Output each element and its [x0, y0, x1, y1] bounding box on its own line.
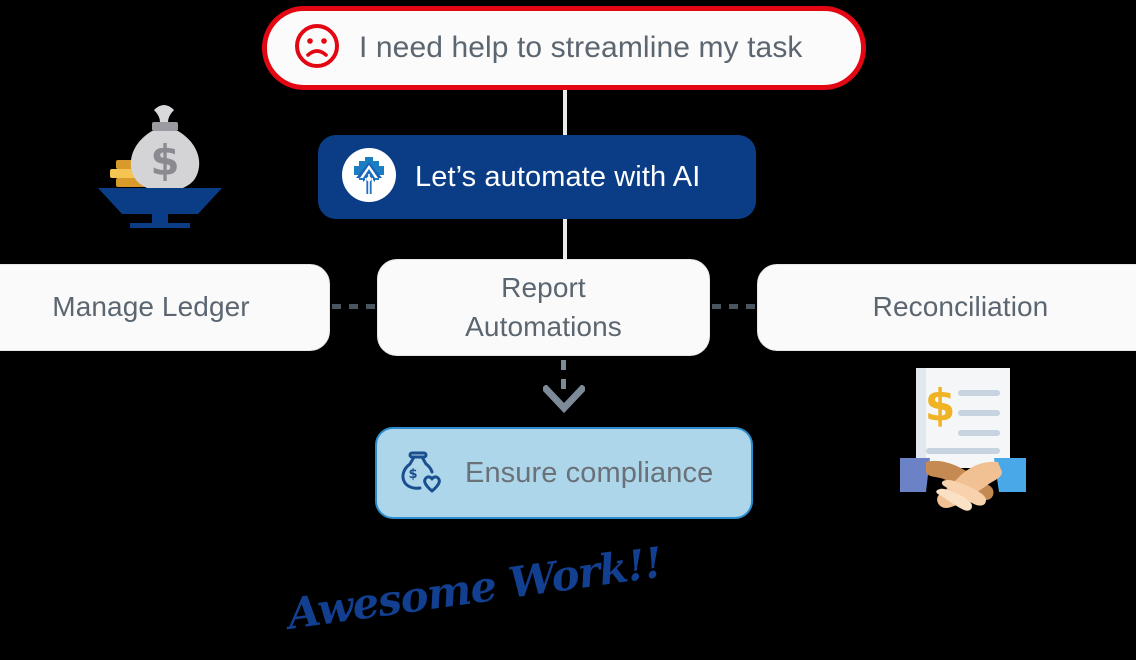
- handshake-contract-illustration: $: [898, 366, 1028, 521]
- money-bag-heart-icon: $: [397, 447, 445, 500]
- step-card-manage-ledger[interactable]: Manage Ledger: [0, 264, 330, 351]
- svg-text:$: $: [408, 467, 417, 482]
- arrow-down-icon: [543, 385, 585, 414]
- sad-face-icon: [293, 22, 341, 75]
- svg-text:$: $: [150, 136, 179, 185]
- step-label: Manage Ledger: [52, 288, 249, 327]
- awesome-work-note: Awesome Work!!: [284, 537, 665, 639]
- step-card-report-automations[interactable]: Report Automations: [377, 259, 710, 356]
- automate-card[interactable]: Let’s automate with AI: [318, 135, 756, 219]
- handshake: [900, 458, 1026, 511]
- compliance-card[interactable]: $ Ensure compliance: [375, 427, 753, 519]
- alert-pill[interactable]: I need help to streamline my task: [262, 6, 866, 90]
- balance-scale: [98, 188, 222, 228]
- connector-alert-to-automate: [563, 90, 567, 138]
- svg-text:$: $: [925, 380, 956, 431]
- money-bag: $: [130, 105, 200, 192]
- step-label-line1: Manage Ledger: [52, 291, 250, 323]
- step-label: Report Automations: [465, 269, 622, 346]
- step-label-line1: Report: [501, 271, 586, 303]
- step-label-line2: Automations: [465, 310, 622, 342]
- connector-report-to-compliance: [561, 360, 566, 396]
- connector-ledger-to-report: [332, 304, 376, 309]
- connector-report-to-reconciliation: [712, 304, 756, 309]
- compliance-label: Ensure compliance: [465, 456, 714, 489]
- step-label-line1: Reconciliation: [872, 291, 1049, 323]
- document: $: [916, 368, 1010, 468]
- alert-label: I need help to streamline my task: [359, 31, 803, 64]
- step-card-reconciliation[interactable]: Reconciliation: [757, 264, 1136, 351]
- connector-automate-to-report: [563, 216, 567, 264]
- automate-label: Let’s automate with AI: [415, 160, 701, 193]
- ai-gear-icon: [342, 147, 396, 207]
- money-bag-on-scale-illustration: $: [92, 96, 228, 233]
- step-label: Reconciliation: [873, 288, 1049, 327]
